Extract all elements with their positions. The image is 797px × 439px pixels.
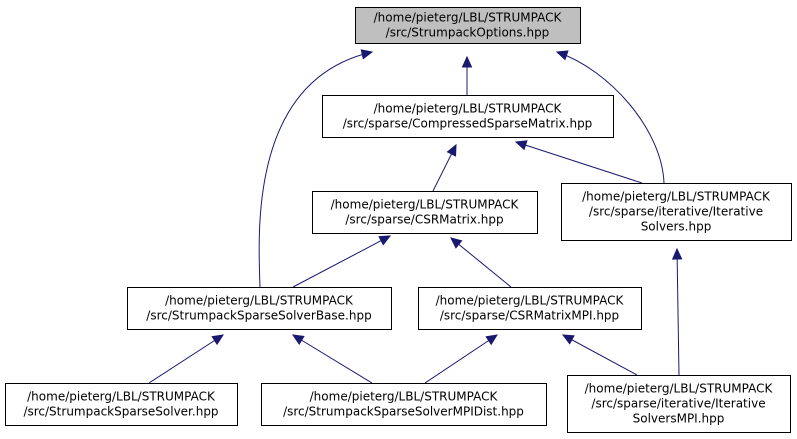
node-label-line: Solvers.hpp <box>641 220 712 234</box>
edge-line <box>676 248 680 376</box>
node-label-line: /home/pieterg/LBL/STRUMPACK <box>436 294 625 308</box>
node-csm[interactable]: /home/pieterg/LBL/STRUMPACK/src/sparse/C… <box>322 95 614 138</box>
node-box[interactable] <box>418 287 642 330</box>
edge-line <box>424 334 498 384</box>
node-label-line: /home/pieterg/LBL/STRUMPACK <box>374 11 563 25</box>
arrow-head-icon <box>671 247 683 260</box>
arrow-head-icon <box>561 334 575 345</box>
node-label-line: /src/StrumpackSparseSolverBase.hpp <box>146 309 371 323</box>
arrow-head-icon <box>555 50 569 61</box>
node-box[interactable] <box>312 191 538 234</box>
arrow-head-icon <box>446 143 457 157</box>
arrow-head-icon <box>450 237 463 249</box>
node-label-line: /home/pieterg/LBL/STRUMPACK <box>585 382 774 396</box>
node-label-line: /src/sparse/iterative/Iterative <box>591 397 765 411</box>
arrow-head-icon <box>485 334 499 346</box>
arrow-head-icon <box>291 334 305 345</box>
node-label-line: /home/pieterg/LBL/STRUMPACK <box>27 390 216 404</box>
arrow-head-icon <box>360 49 374 60</box>
node-label-line: /src/StrumpackSparseSolver.hpp <box>23 405 218 419</box>
node-box[interactable] <box>561 183 792 241</box>
node-box[interactable] <box>127 287 392 330</box>
node-solver[interactable]: /home/pieterg/LBL/STRUMPACK/src/Strumpac… <box>5 383 238 426</box>
node-iter[interactable]: /home/pieterg/LBL/STRUMPACK/src/sparse/i… <box>561 183 792 241</box>
edge-line <box>562 334 638 376</box>
node-label-line: /src/sparse/CSRMatrix.hpp <box>345 213 503 227</box>
node-opts[interactable]: /home/pieterg/LBL/STRUMPACK/src/Strumpac… <box>355 7 581 44</box>
node-label-line: /home/pieterg/LBL/STRUMPACK <box>582 190 771 204</box>
node-itermpi[interactable]: /home/pieterg/LBL/STRUMPACK/src/sparse/i… <box>567 375 791 433</box>
node-box[interactable] <box>567 375 791 433</box>
nodes-layer: /home/pieterg/LBL/STRUMPACK/src/Strumpac… <box>5 7 792 433</box>
node-box[interactable] <box>355 7 581 44</box>
edge-base-to-opts <box>258 49 374 288</box>
node-box[interactable] <box>322 95 614 138</box>
node-label-line: /src/StrumpackOptions.hpp <box>386 26 550 40</box>
edge-csr-to-csm <box>432 143 457 192</box>
node-label-line: /home/pieterg/LBL/STRUMPACK <box>374 102 563 116</box>
node-label-line: /home/pieterg/LBL/STRUMPACK <box>165 294 354 308</box>
edge-mpidist-to-csrmpi <box>424 334 499 384</box>
node-label-line: /src/StrumpackSparseSolverMPIDist.hpp <box>283 405 524 419</box>
edge-line <box>292 334 373 384</box>
node-label-line: /src/sparse/iterative/Iterative <box>589 205 763 219</box>
edge-iter-to-csm <box>514 140 643 184</box>
edge-iter-to-opts <box>555 50 665 184</box>
node-box[interactable] <box>5 383 238 426</box>
arrow-head-icon <box>461 55 473 68</box>
edges-layer <box>148 49 683 384</box>
node-label-line: /src/sparse/CompressedSparseMatrix.hpp <box>343 117 593 131</box>
node-label-line: /home/pieterg/LBL/STRUMPACK <box>331 198 520 212</box>
node-box[interactable] <box>261 383 547 426</box>
node-base[interactable]: /home/pieterg/LBL/STRUMPACK/src/Strumpac… <box>127 287 392 330</box>
edge-line <box>450 237 512 288</box>
edge-mpidist-to-base <box>291 334 373 384</box>
edge-line <box>148 334 224 384</box>
node-label-line: /home/pieterg/LBL/STRUMPACK <box>310 390 499 404</box>
edge-line <box>556 51 665 184</box>
node-mpidist[interactable]: /home/pieterg/LBL/STRUMPACK/src/Strumpac… <box>261 383 547 426</box>
edge-itermpi-to-iter <box>671 247 683 376</box>
edge-base-to-csr <box>292 235 392 288</box>
edge-line <box>515 141 643 184</box>
edge-csrmpi-to-csr <box>450 237 512 288</box>
node-csr[interactable]: /home/pieterg/LBL/STRUMPACK/src/sparse/C… <box>312 191 538 234</box>
node-csrmpi[interactable]: /home/pieterg/LBL/STRUMPACK/src/sparse/C… <box>418 287 642 330</box>
edge-line <box>258 51 373 288</box>
edge-itermpi-to-csrmpi <box>561 334 638 376</box>
edge-solver-to-base <box>148 334 225 384</box>
edge-csm-to-opts <box>461 55 473 95</box>
arrow-head-icon <box>378 235 392 246</box>
arrow-head-icon <box>514 140 528 151</box>
node-label-line: /src/sparse/CSRMatrixMPI.hpp <box>440 309 619 323</box>
edge-line <box>292 235 391 288</box>
node-label-line: SolversMPI.hpp <box>633 412 725 426</box>
arrow-head-icon <box>211 334 225 346</box>
